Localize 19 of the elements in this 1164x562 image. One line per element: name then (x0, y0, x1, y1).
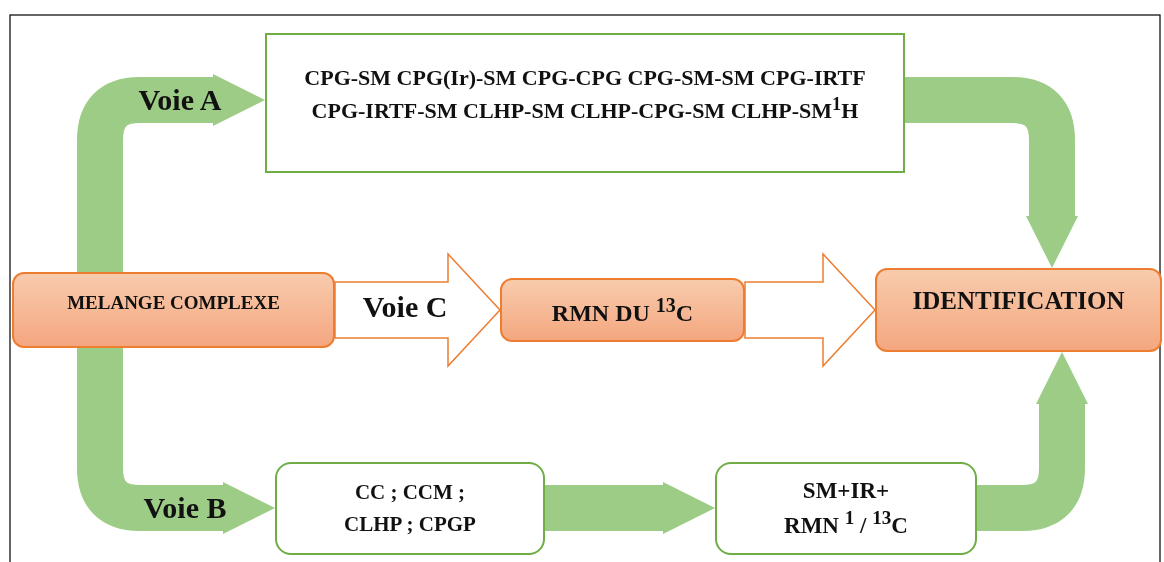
edge-label: Voie A (138, 85, 222, 115)
edge-label: Voie B (143, 493, 227, 523)
block-arrow (334, 252, 502, 368)
block-arrow (744, 252, 877, 368)
node-text: CPG-SM CPG(Ir)-SM CPG-CPG CPG-SM-SM CPG-IRTF CPG-IRTF-SM CLHP-SM CLHP-CPG-SM CLHP-SM$^{1}$H (303, 64, 867, 126)
block-arrow (545, 482, 715, 534)
method-box (715, 462, 977, 555)
process-box (500, 278, 745, 342)
method-box (275, 462, 545, 555)
edge-label: Voie C (362, 292, 448, 322)
process-box (875, 268, 1162, 352)
method-box (265, 33, 905, 173)
node-text: MELANGE COMPLEXE (67, 291, 280, 315)
process-box (12, 272, 335, 348)
node-text: CC ; CCM ; CLHP ; CPGP (343, 479, 477, 538)
node-text: RMN DU $^{13}$C (551, 292, 694, 328)
node-text: SM+IR+ RMN $^{1}$ / $^{13}$C (783, 477, 909, 540)
block-arrow (977, 352, 1088, 531)
node-text: IDENTIFICATION (912, 286, 1125, 316)
